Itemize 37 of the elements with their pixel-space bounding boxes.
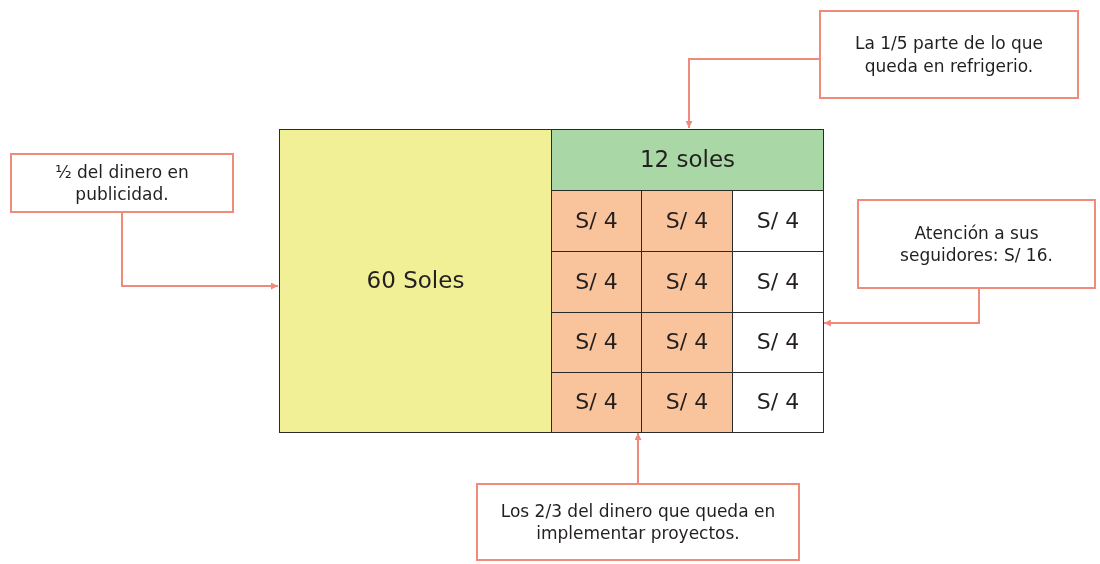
callout-text: Los 2/3 del dinero que queda en implementar proyectos. <box>499 499 777 545</box>
table-cell <box>551 129 824 191</box>
cell-value: S/ 4 <box>575 206 618 235</box>
table-cell <box>551 190 642 252</box>
cell-value: S/ 4 <box>665 388 709 417</box>
table-cell <box>641 372 733 433</box>
table-cell <box>641 251 733 313</box>
callout-text: Atención a sus seguidores: S/ 16. <box>899 221 1054 267</box>
cell-value: S/ 4 <box>756 388 800 417</box>
cell-value: S/ 4 <box>575 328 618 357</box>
arrow <box>823 288 980 327</box>
table-cell <box>551 312 642 373</box>
callout-box <box>10 153 234 213</box>
table-cell <box>551 251 642 313</box>
cell-value: S/ 4 <box>756 206 800 235</box>
callout-text: ½ del dinero en publicidad. <box>54 160 190 206</box>
table-cell <box>732 372 824 433</box>
table-cell <box>641 190 733 252</box>
callout-box <box>819 10 1079 99</box>
cell-value: S/ 4 <box>756 267 800 296</box>
arrow <box>685 57 820 129</box>
callout-text: La 1/5 parte de lo que queda en refrigerio. <box>854 32 1044 77</box>
cell-value: S/ 4 <box>575 267 618 296</box>
table-cell <box>551 372 642 433</box>
table-cell <box>279 129 552 433</box>
cell-value: S/ 4 <box>665 206 709 235</box>
cell-value: S/ 4 <box>575 388 618 417</box>
callout-box <box>476 483 800 561</box>
table-cell <box>641 312 733 373</box>
arrow <box>634 432 642 484</box>
cell-value: S/ 4 <box>665 267 709 296</box>
callout-box <box>857 199 1096 289</box>
cell-value: 60 Soles <box>366 266 465 296</box>
cell-value: S/ 4 <box>665 328 709 357</box>
cell-value: S/ 4 <box>756 328 800 357</box>
arrow <box>121 212 279 290</box>
cell-value: 12 soles <box>639 145 736 175</box>
